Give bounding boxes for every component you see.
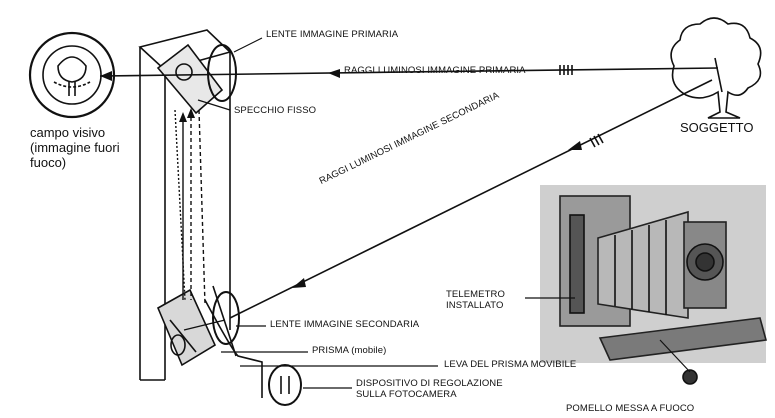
secondary-lens bbox=[212, 291, 240, 345]
label-prism-lever: LEVA DEL PRISMA MOVIBILE bbox=[444, 359, 577, 370]
prism-lever bbox=[204, 285, 263, 398]
secondary-ray bbox=[229, 79, 713, 319]
label-primary-lens: LENTE IMMAGINE PRIMARIA bbox=[266, 29, 399, 40]
rangefinder-body bbox=[138, 29, 232, 381]
label-field-of-view: campo visivo (immagine fuori fuoco) bbox=[30, 125, 120, 170]
label-fixed-mirror: SPECCHIO FISSO bbox=[234, 105, 317, 116]
label-primary-rays: RAGGI LUMINOSI IMMAGINE PRIMARIA bbox=[344, 65, 526, 76]
adjustment-device bbox=[268, 364, 302, 406]
internal-light-paths bbox=[174, 109, 226, 331]
label-leaders bbox=[197, 37, 691, 389]
primary-ray bbox=[99, 65, 719, 81]
field-of-view-circle bbox=[28, 31, 116, 119]
label-subject: SOGGETTO bbox=[680, 120, 754, 135]
label-rangefinder-installed: TELEMETRO INSTALLATO bbox=[446, 289, 505, 311]
label-focus-knob: POMELLO MESSA A FUOCO bbox=[566, 403, 695, 414]
camera-photo bbox=[540, 185, 768, 385]
subject-tree-icon bbox=[670, 17, 762, 119]
label-secondary-lens: LENTE IMMAGINE SECONDARIA bbox=[270, 319, 420, 330]
movable-prism bbox=[156, 288, 217, 367]
label-adjustment-device: DISPOSITIVO DI REGOLAZIONE SULLA FOTOCAM… bbox=[356, 378, 503, 400]
label-prism: PRISMA (mobile) bbox=[312, 345, 387, 356]
fixed-mirror bbox=[156, 43, 224, 115]
primary-lens bbox=[207, 44, 237, 102]
